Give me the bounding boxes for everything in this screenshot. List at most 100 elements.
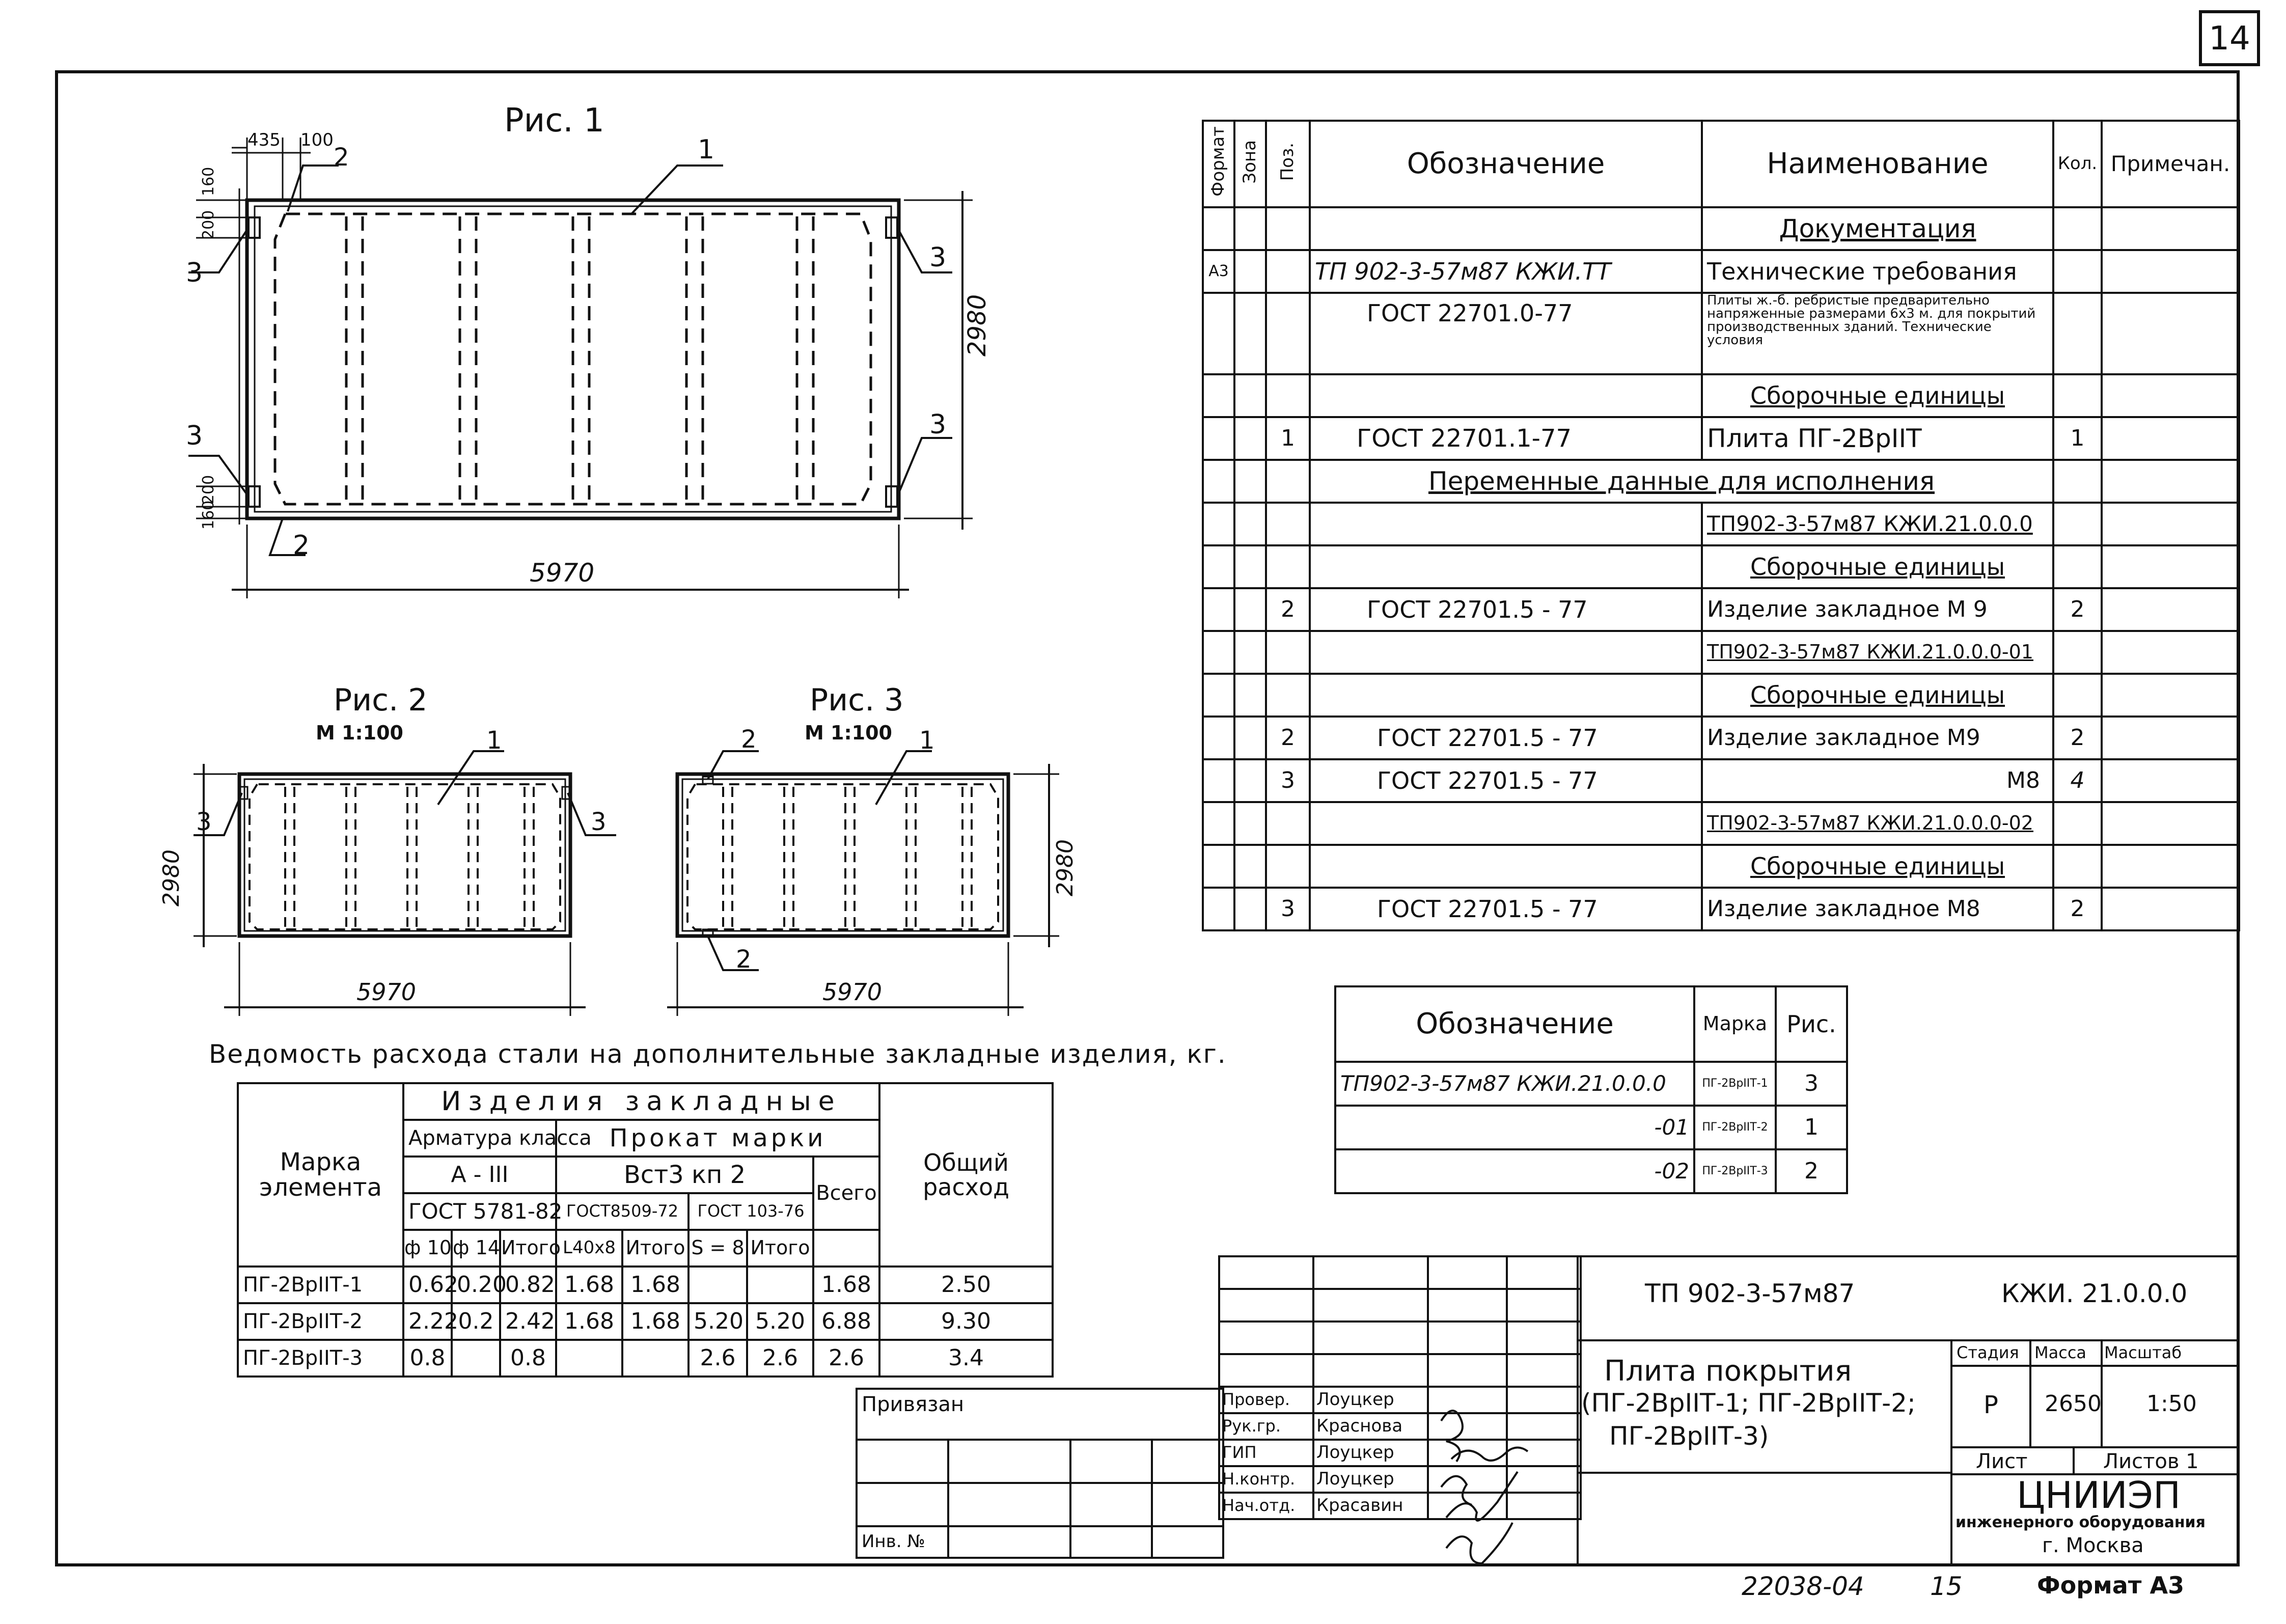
- fig1-callout-1: 1: [698, 134, 715, 165]
- fig1-title: Рис. 1: [504, 102, 604, 140]
- steel-h-rolled-gost1: ГОСТ8509-72: [555, 1192, 690, 1231]
- doc-code: ТП 902-3-57м87: [1645, 1279, 1855, 1308]
- binding-block: Привязан Инв. №: [855, 1388, 1225, 1559]
- page-number: 14: [2199, 10, 2260, 66]
- scale-value: 1:50: [2146, 1391, 2197, 1417]
- fig1-slab-drawing: [188, 137, 973, 598]
- fig1-callout-3-br: 3: [929, 409, 947, 440]
- format-label: Формат А3: [2037, 1572, 2185, 1599]
- variant-table: Обозначение Марка Рис. ТП902-3-57м87 КЖИ…: [1334, 985, 1848, 1194]
- org-sub: инженерного оборудования: [1956, 1513, 2206, 1531]
- steel-h-products: Изделия закладные: [402, 1082, 880, 1121]
- steel-h-rebar-gost: ГОСТ 5781-82: [402, 1192, 563, 1231]
- steel-h-rolled-grade: Вст3 кп 2: [555, 1155, 814, 1194]
- variant-h-fig: Рис.: [1775, 985, 1848, 1063]
- fig2-callout-3-right: 3: [591, 808, 607, 836]
- fig2-title: Рис. 2: [334, 682, 428, 718]
- doc-mark: КЖИ. 21.0.0.0: [2001, 1279, 2188, 1308]
- steel-h-mark: Марка элемента: [237, 1082, 404, 1268]
- variant-h-designation: Обозначение: [1334, 985, 1695, 1063]
- fig1-dim-f: 160: [200, 500, 217, 530]
- signature-row: Рук.гр.Краснова: [1218, 1412, 1582, 1441]
- fig1-callout-3-tl: 3: [186, 258, 203, 288]
- fig1-dim-b: 100: [300, 130, 334, 150]
- signature-row: Н.контр.Лоуцкер: [1218, 1465, 1582, 1494]
- spec-h-pos: Поз.: [1265, 120, 1311, 208]
- title-block: [1577, 1255, 2240, 1566]
- stage-value: Р: [1984, 1391, 1998, 1419]
- variant-row: -02 ПГ-2ВрIIТ-3 2: [1334, 1148, 1848, 1194]
- spec-row: Сборочные единицы: [1202, 373, 2240, 418]
- fig2-dim-height: 2980: [158, 849, 184, 906]
- title-line-3: ПГ-2ВрIIТ-3): [1609, 1421, 1769, 1451]
- fig1-dim-c: 160: [200, 167, 217, 196]
- org-city: г. Москва: [2042, 1534, 2144, 1557]
- fig3-callout-1: 1: [919, 726, 935, 755]
- fig1-dim-e: 200: [200, 475, 217, 504]
- spec-h-format: Формат: [1202, 120, 1235, 208]
- sheet-label: Лист: [1976, 1450, 2028, 1473]
- fig1-dim-width: 5970: [530, 558, 595, 588]
- fig3-dim-height: 2980: [1052, 839, 1078, 896]
- fig3-dim-width: 5970: [822, 978, 883, 1006]
- archive-sheet: 15: [1930, 1572, 1963, 1601]
- spec-row: Документация: [1202, 206, 2240, 251]
- title-line-1: Плита покрытия: [1604, 1355, 1852, 1388]
- mass-label: Масса: [2034, 1343, 2087, 1362]
- fig1-callout-3-bl: 3: [186, 421, 203, 451]
- mass-value: 2650: [2045, 1391, 2102, 1417]
- steel-h-total: Всего: [812, 1155, 880, 1231]
- spec-h-note: Примечан.: [2101, 120, 2240, 208]
- spec-h-name: Наименование: [1701, 120, 2054, 208]
- steel-h-rebar: Арматура класса: [402, 1119, 592, 1158]
- signature-row: Нач.отд.Красавин: [1218, 1492, 1582, 1520]
- fig2-slab-drawing: [194, 750, 616, 1016]
- stage-label: Стадия: [1957, 1343, 2019, 1362]
- inv-no-label: Инв. №: [856, 1525, 949, 1559]
- fig3-title: Рис. 3: [810, 682, 904, 718]
- fig1-dim-height: 2980: [963, 294, 991, 356]
- fig3-slab-drawing: [667, 750, 1059, 1016]
- fig2-scale: М 1:100: [316, 722, 404, 744]
- spec-row: ТП902-3-57м87 КЖИ.21.0.0.0-01: [1202, 630, 2240, 675]
- steel-h-rolled-gost2: ГОСТ 103-76: [687, 1192, 814, 1231]
- spec-header-row: Формат Зона Поз. Обозначение Наименовани…: [1202, 120, 2240, 208]
- steel-h-overall: Общий расход: [878, 1082, 1054, 1268]
- fig1-callout-2-top: 2: [334, 143, 349, 172]
- fig3-callout-2-top: 2: [741, 725, 757, 754]
- steel-table: Марка элемента Изделия закладные Общий р…: [237, 1082, 1054, 1378]
- archive-no: 22038-04: [1742, 1572, 1864, 1601]
- fig3-scale: М 1:100: [805, 722, 893, 744]
- fig1-callout-2-bottom: 2: [293, 530, 310, 561]
- steel-h-rolled: Прокат марки: [555, 1119, 880, 1158]
- scale-label: Масштаб: [2104, 1343, 2182, 1362]
- spec-row: Сборочные единицы: [1202, 844, 2240, 889]
- sheets-label: Листов 1: [2103, 1450, 2199, 1473]
- spec-row: Сборочные единицы: [1202, 673, 2240, 718]
- fig1-dim-a: 435: [247, 130, 281, 150]
- spec-row: Сборочные единицы: [1202, 544, 2240, 589]
- org-name: ЦНИИЭП: [2017, 1474, 2181, 1517]
- variant-h-mark: Марка: [1693, 985, 1777, 1063]
- spec-h-designation: Обозначение: [1309, 120, 1703, 208]
- spec-row: Переменные данные для исполнения: [1202, 459, 2240, 504]
- steel-table-title: Ведомость расхода стали на дополнительны…: [209, 1039, 1227, 1069]
- title-line-2: (ПГ-2ВрIIТ-1; ПГ-2ВрIIТ-2;: [1581, 1388, 1916, 1418]
- variant-row: ТП902-3-57м87 КЖИ.21.0.0.0 ПГ-2ВрIIТ-1 3: [1334, 1061, 1848, 1107]
- spec-h-qty: Кол.: [2052, 120, 2103, 208]
- fig1-callout-3-tr: 3: [929, 242, 947, 273]
- spec-row: ТП902-3-57м87 КЖИ.21.0.0.0-02: [1202, 801, 2240, 846]
- fig2-callout-3-left: 3: [196, 808, 212, 836]
- binding-label: Привязан: [855, 1388, 1225, 1441]
